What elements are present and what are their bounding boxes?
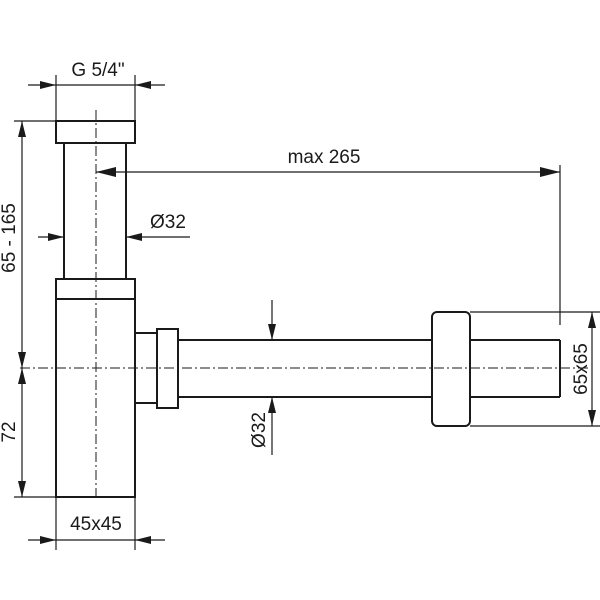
dimension-thread: G 5/4" — [28, 60, 165, 121]
dimension-lower-height: 72 — [0, 368, 56, 498]
trap-outline — [55, 120, 561, 498]
adjust-height-label: 65 - 165 — [0, 203, 20, 273]
dimension-top-pipe-diameter: Ø32 — [38, 212, 190, 241]
outlet-pipe-diameter-label: Ø32 — [249, 412, 270, 448]
dimension-adjust-height: 65 - 165 — [0, 120, 56, 368]
max-length-label: max 265 — [288, 147, 361, 168]
center-lines — [20, 110, 590, 500]
dimension-outlet-pipe-diameter: Ø32 — [249, 300, 276, 455]
thread-size-label: G 5/4" — [71, 60, 124, 81]
wall-rosette — [431, 311, 471, 427]
dimension-body-size: 45x45 — [28, 497, 165, 550]
wall-flange-label: 65x65 — [571, 343, 592, 395]
dimension-wall-flange: 65x65 — [470, 311, 600, 427]
lower-height-label: 72 — [0, 421, 20, 442]
body-size-label: 45x45 — [70, 514, 122, 535]
dimension-max-length: max 265 — [96, 147, 561, 325]
top-pipe-diameter-label: Ø32 — [150, 212, 186, 233]
